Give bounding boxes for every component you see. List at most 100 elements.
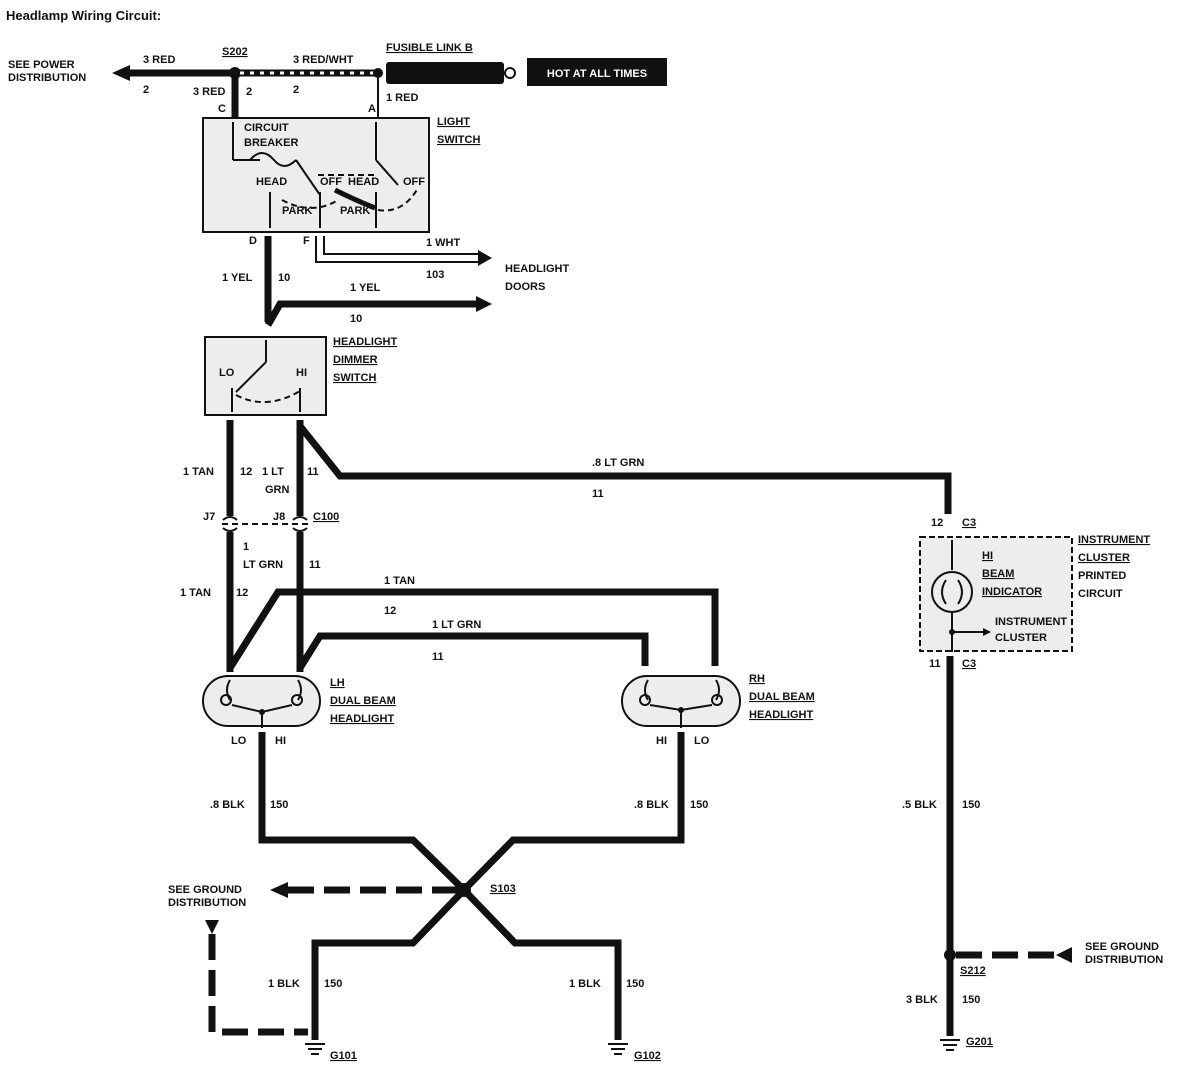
pin-c: C [218, 103, 226, 115]
pin-f: F [303, 235, 310, 247]
tan-wire-label: 1 TAN [183, 466, 214, 478]
wire-blk-g101 [311, 887, 467, 1040]
g101-label: G101 [330, 1050, 357, 1062]
wire-tan-to-rh [300, 588, 719, 666]
fusible-wire-label: 1 RED [386, 92, 418, 104]
see-power-line1: SEE POWER [8, 59, 75, 71]
wire-blk-g102 [461, 887, 622, 1040]
fusible-link-label: FUSIBLE LINK B [386, 42, 473, 54]
wire-ltgrn-to-rh [297, 632, 649, 670]
off-label-1: OFF [320, 176, 342, 188]
lh-lo-label: LO [231, 735, 247, 747]
lower-tan-num: 12 [236, 587, 248, 599]
wire-label-3red-down: 3 RED [193, 86, 225, 98]
g102-wire: 1 BLK [569, 978, 601, 990]
lower-ltgrn-num: 11 [309, 559, 321, 571]
wire-blk-headlights [258, 732, 685, 895]
pin-a: A [368, 103, 376, 115]
dimmer-lo-label: LO [219, 367, 235, 379]
g102-num: 150 [626, 978, 644, 990]
rh-ltgrn-num: 11 [432, 651, 444, 663]
doors-wire: 1 WHT [426, 237, 461, 249]
g201-label: G201 [966, 1036, 993, 1048]
indicator-label-1: HI [982, 550, 993, 562]
g201-ground-symbol [940, 1039, 960, 1051]
fusible-link-b [386, 62, 504, 84]
see-power-line2: DISTRIBUTION [8, 72, 86, 84]
lh-hi-label: HI [275, 735, 286, 747]
cluster-title-3: PRINTED [1078, 570, 1126, 582]
light-switch-title-2: SWITCH [437, 134, 480, 146]
ind-blk-label: .5 BLK [902, 799, 937, 811]
wire-label-redwht: 3 RED/WHT [293, 54, 354, 66]
rh-title-3: HEADLIGHT [749, 709, 813, 721]
cluster-pin-bot: C3 [962, 658, 976, 670]
ind-blk-num: 150 [962, 799, 980, 811]
cluster-pin-top-num: 12 [931, 517, 943, 529]
circuit-breaker-label-1: CIRCUIT [244, 122, 289, 134]
connector-c100: C100 [313, 511, 339, 523]
lower-ltgrn-2: LT GRN [243, 559, 283, 571]
cluster-title-4: CIRCUIT [1078, 588, 1123, 600]
inst-cluster-label-2: CLUSTER [995, 632, 1047, 644]
doors-label-2: DOORS [505, 281, 545, 293]
power-arrow-head [112, 65, 130, 81]
lh-blk-num: 150 [270, 799, 288, 811]
g101-wire: 1 BLK [268, 978, 300, 990]
rh-title-1: RH [749, 673, 765, 685]
park-label-2: PARK [340, 205, 370, 217]
wire-num-2-mid: 2 [293, 84, 299, 96]
wire-1yel-branch [264, 300, 478, 327]
long-ltgrn-label: .8 LT GRN [592, 457, 644, 469]
connector-j8: J8 [273, 511, 285, 523]
yel-num-a: 10 [278, 272, 290, 284]
wire-long-ltgrn [297, 423, 952, 514]
hot-at-all-times-box [527, 58, 667, 86]
indicator-label-2: BEAM [982, 568, 1014, 580]
cluster-title-2: CLUSTER [1078, 552, 1130, 564]
rh-title-2: DUAL BEAM [749, 691, 815, 703]
wire-num-2-left: 2 [143, 84, 149, 96]
wire-num-2-down: 2 [246, 86, 252, 98]
rh-hi-label: HI [656, 735, 667, 747]
g101-ground-symbol [305, 1043, 325, 1055]
wire-label-3red: 3 RED [143, 54, 175, 66]
dimmer-hi-label: HI [296, 367, 307, 379]
lower-ltgrn-1: 1 [243, 541, 249, 553]
lh-title-2: DUAL BEAM [330, 695, 396, 707]
lh-title-1: LH [330, 677, 345, 689]
lower-tan-label: 1 TAN [180, 587, 211, 599]
doors-num: 103 [426, 269, 444, 281]
pin-d: D [249, 235, 257, 247]
s212-num: 150 [962, 994, 980, 1006]
rh-ltgrn-label: 1 LT GRN [432, 619, 481, 631]
diagram-title: Headlamp Wiring Circuit: [6, 8, 161, 23]
rh-lo-label: LO [694, 735, 710, 747]
splice-s212 [944, 949, 956, 961]
splice-s212-label: S212 [960, 965, 986, 977]
yel-wire-a: 1 YEL [222, 272, 253, 284]
ltgrn-wire-label-1: 1 LT [262, 466, 284, 478]
g101-num: 150 [324, 978, 342, 990]
s212-wire: 3 BLK [906, 994, 938, 1006]
off-label-2: OFF [403, 176, 425, 188]
cluster-pin-top: C3 [962, 517, 976, 529]
yel-wire-b: 1 YEL [350, 282, 381, 294]
head-label-1: HEAD [256, 176, 287, 188]
rh-tan-label: 1 TAN [384, 575, 415, 587]
splice-s202-label: S202 [222, 46, 248, 58]
rh-blk-label: .8 BLK [634, 799, 669, 811]
g102-label: G102 [634, 1050, 661, 1062]
lh-title-3: HEADLIGHT [330, 713, 394, 725]
ltgrn-wire-label-2: GRN [265, 484, 290, 496]
lh-blk-label: .8 BLK [210, 799, 245, 811]
circuit-breaker-label-2: BREAKER [244, 137, 298, 149]
hot-at-all-times-label: HOT AT ALL TIMES [547, 68, 647, 80]
see-ground-left-1: SEE GROUND [168, 884, 242, 896]
see-ground-right-1: SEE GROUND [1085, 941, 1159, 953]
dimmer-title-3: SWITCH [333, 372, 376, 384]
light-switch-title-1: LIGHT [437, 116, 470, 128]
indicator-label-3: INDICATOR [982, 586, 1042, 598]
cluster-title-1: INSTRUMENT [1078, 534, 1150, 546]
